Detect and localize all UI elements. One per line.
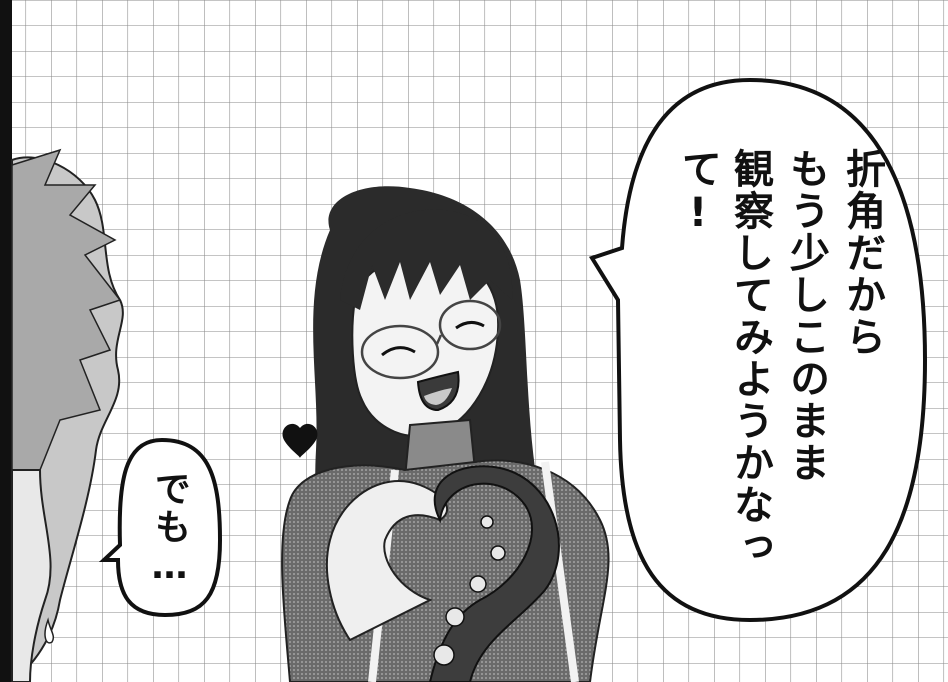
speech-line-2: もう少しこのまま <box>783 148 829 484</box>
speech-bubble-right: 折角だから もう少しこのまま 観察してみようかなって! <box>672 148 888 608</box>
boy-figure <box>11 148 124 682</box>
speech-bubble-left-shape <box>98 437 223 618</box>
speech-bubble-left: でも… <box>146 470 192 589</box>
girl-figure <box>281 186 610 682</box>
panel-border <box>0 0 12 682</box>
speech-bubble-right-shape <box>588 77 928 623</box>
speech-line-1: 折角だから <box>839 148 885 358</box>
speech-line-left: でも… <box>149 470 190 589</box>
speech-line-3: 観察してみようかなって! <box>675 148 773 568</box>
heart-icon <box>282 423 318 458</box>
